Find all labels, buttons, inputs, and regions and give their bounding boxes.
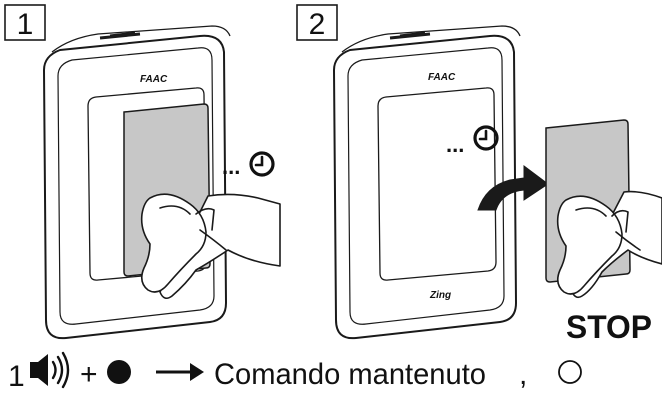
panel-step-1: 1 FAAC ... xyxy=(4,4,281,340)
hand-1 xyxy=(140,193,281,300)
device-signature-2: Zing xyxy=(429,290,451,301)
step-1-number-box xyxy=(4,4,46,41)
caption-count: 1 xyxy=(8,360,25,393)
led-off-icon xyxy=(558,360,582,384)
step-1-number: 1 xyxy=(17,8,34,41)
device-brand-logo-1: FAAC xyxy=(140,74,168,85)
arrow-right-icon xyxy=(156,363,204,381)
device-brand-logo-2: FAAC xyxy=(428,72,456,83)
clock-icon xyxy=(249,151,275,177)
caption-row: 1 + Comando mantenuto , xyxy=(8,351,582,393)
wait-indicator-1: ... xyxy=(222,151,275,179)
speaker-icon xyxy=(30,351,70,389)
wait-indicator-2: ... xyxy=(446,125,499,157)
caption-command: Comando mantenuto xyxy=(214,358,486,391)
caption-plus: + xyxy=(80,358,98,391)
step-2-number-box xyxy=(296,4,338,41)
led-on-icon xyxy=(107,360,131,384)
clock-icon xyxy=(473,125,499,151)
wait-dots-1: ... xyxy=(222,154,240,179)
curved-arrow-icon xyxy=(477,165,549,211)
panel-step-2: 2 FAAC Zing ... xyxy=(296,4,662,345)
device-housing-2 xyxy=(333,25,521,340)
step-2-number: 2 xyxy=(309,8,326,41)
hand-2 xyxy=(556,190,662,299)
caption-separator: , xyxy=(519,358,527,391)
wait-dots-2: ... xyxy=(446,132,464,157)
stop-label: STOP xyxy=(566,309,652,345)
